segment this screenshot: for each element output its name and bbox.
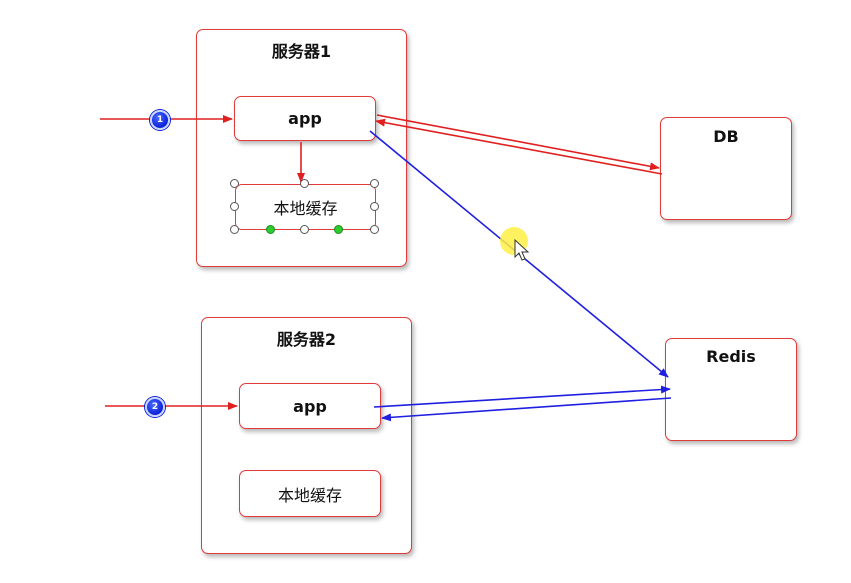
step-2-badge: 2 <box>145 397 165 417</box>
selection-handle-icon[interactable] <box>370 202 379 211</box>
mouse-cursor-icon <box>514 238 530 261</box>
server1-app-label: app <box>288 109 322 128</box>
db-to-app-arrow <box>375 118 663 175</box>
redis-label: Redis <box>706 347 756 366</box>
selection-handle-icon[interactable] <box>370 179 379 188</box>
redis-to-app2-arrow <box>381 397 672 422</box>
server1-cache-label: 本地缓存 <box>273 199 338 218</box>
db-label: DB <box>713 127 739 146</box>
redis-node[interactable]: Redis <box>665 338 797 441</box>
app-to-db-arrow <box>376 114 660 171</box>
server2-app-label: app <box>293 396 327 416</box>
app2-to-redis-arrow <box>373 385 671 408</box>
server2-cache-node[interactable]: 本地缓存 <box>239 470 381 517</box>
selection-handle-icon[interactable] <box>230 202 239 211</box>
db-node[interactable]: DB <box>660 117 792 220</box>
selection-handle-icon[interactable] <box>300 225 309 234</box>
server1-cache-node[interactable]: 本地缓存 <box>235 184 376 230</box>
server2-app-node[interactable]: app <box>239 383 381 429</box>
selection-handle-icon[interactable] <box>370 225 379 234</box>
server1-title: 服务器1 <box>271 42 332 61</box>
connection-point-icon[interactable] <box>334 225 343 234</box>
server1-app-node[interactable]: app <box>234 96 376 141</box>
selection-handle-icon[interactable] <box>300 179 309 188</box>
connection-point-icon[interactable] <box>266 225 275 234</box>
selection-handle-icon[interactable] <box>230 179 239 188</box>
step-1-badge: 1 <box>150 110 170 130</box>
server2-title: 服务器2 <box>276 330 337 349</box>
server2-cache-label: 本地缓存 <box>277 485 342 505</box>
selection-handle-icon[interactable] <box>230 225 239 234</box>
